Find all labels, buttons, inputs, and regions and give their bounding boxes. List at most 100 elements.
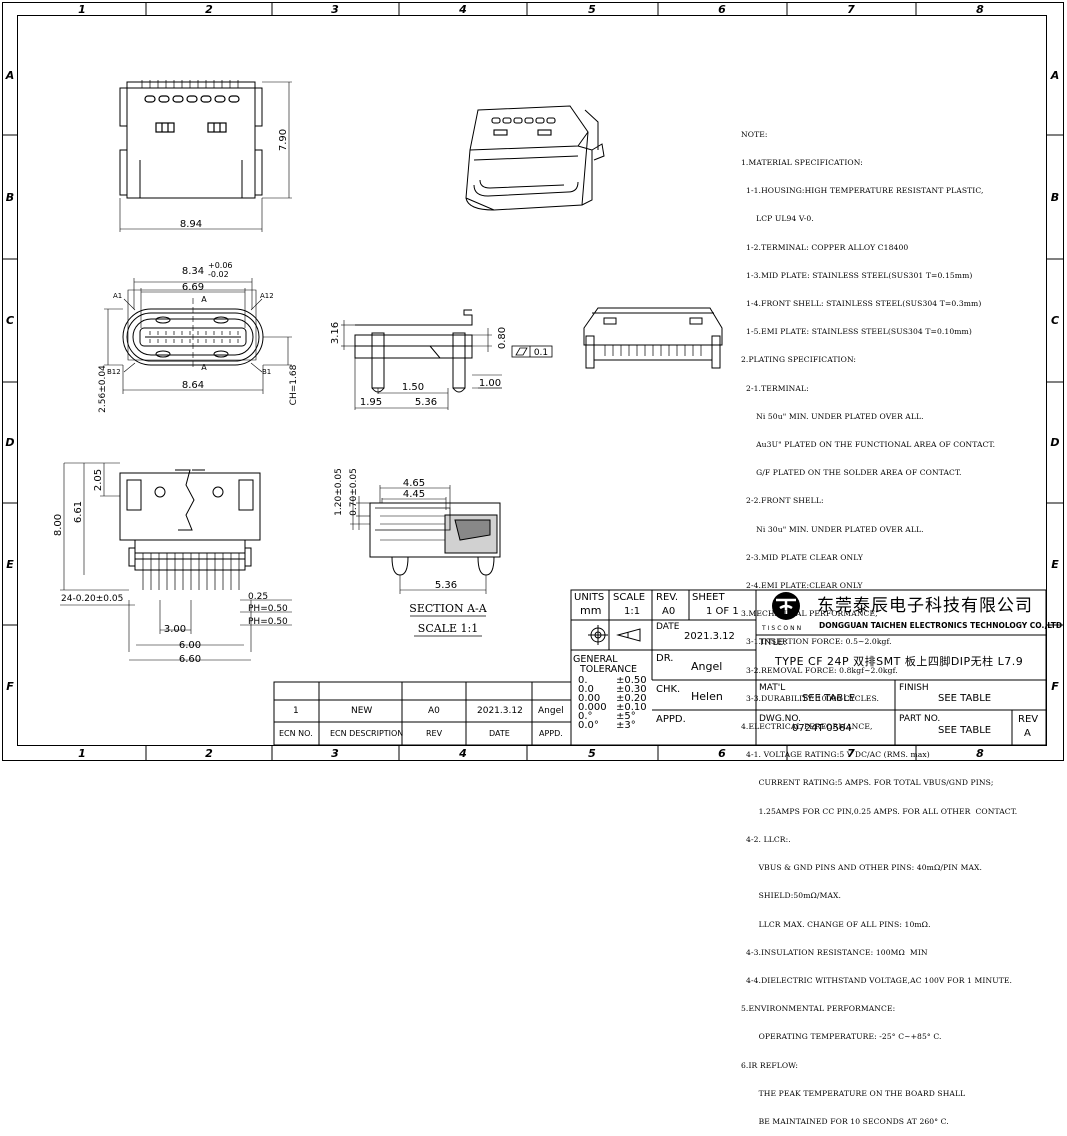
rev-label: REV. (656, 592, 678, 603)
note-line: Ni 50u" MIN. UNDER PLATED OVER ALL. (741, 411, 924, 421)
pin-a12-label: A12 (260, 292, 274, 300)
note-line: 2-1.TERMINAL: (741, 383, 809, 393)
zone-row-e: E (6, 558, 14, 571)
scale-value: 1:1 (624, 606, 641, 617)
note-line: VBUS & GND PINS AND OTHER PINS: 40mΩ/PIN… (741, 863, 983, 873)
zone-col-6-bottom: 6 (718, 747, 726, 760)
zone-row-f-right: F (1051, 680, 1059, 693)
tol-format: 0.000 (578, 702, 607, 713)
dim-pcb-6-61: 6.61 (73, 501, 84, 523)
note-line: 3-3.DURABILITY: 10000 CYCLES. (741, 693, 879, 703)
zone-col-8-bottom: 8 (976, 747, 984, 760)
dim-side-5-36: 5.36 (415, 397, 437, 408)
zone-ticks (2, 2, 1063, 761)
appd-label: APPD. (656, 714, 686, 725)
zone-row-c: C (6, 314, 14, 327)
tolerance-table: 0.±0.50 0.0±0.30 0.00±0.20 0.000±0.10 0.… (578, 675, 647, 731)
note-line: 1-4.FRONT SHELL: STAINLESS STEEL(SUS304 … (741, 299, 982, 309)
note-line: 1-2.TERMINAL: COPPER ALLOY C18400 (741, 242, 909, 252)
chk-value: Helen (691, 690, 723, 703)
pin-a1-label: A1 (113, 292, 122, 300)
dr-label: DR. (656, 653, 674, 664)
dim-sec-4-45: 4.45 (403, 489, 425, 500)
units-value: mm (580, 604, 602, 617)
tol-value: ±5° (616, 711, 636, 722)
part-label: PART NO. (899, 714, 941, 724)
note-line: 3-1.INSERTION FORCE: 0.5~2.0kgf. (741, 637, 892, 647)
section-mark-top: A (201, 295, 207, 304)
note-line: THE PEAK TEMPERATURE ON THE BOARD SHALL (741, 1088, 966, 1098)
dim-flatness: 0.1 (534, 348, 548, 358)
revision-rev: A0 (428, 706, 440, 716)
front-view (104, 278, 292, 394)
scale-label: SCALE (613, 592, 646, 603)
sheet-value: 1 OF 1 (706, 606, 739, 617)
dim-pcb-2-05: 2.05 (93, 469, 104, 491)
section-mark-bottom: A (201, 363, 207, 372)
units-label: UNITS (574, 592, 605, 603)
zone-col-7: 7 (847, 3, 855, 16)
matl-value: SEE TABLE (802, 693, 856, 704)
note-line: 4-4.DIELECTRIC WITHSTAND VOLTAGE,AC 100V… (741, 975, 1013, 985)
tol-value: ±0.20 (616, 693, 647, 704)
revision-header-rev: REV (426, 729, 443, 738)
rev2-label: REV (1018, 714, 1039, 725)
dim-front-inner: 6.69 (182, 282, 204, 293)
dim-top-width: 8.94 (180, 219, 202, 230)
section-title: SECTION A-A (409, 602, 487, 615)
revision-header-ecn: ECN NO. (279, 729, 313, 738)
zone-col-4-bottom: 4 (458, 747, 467, 760)
pin-b12-label: B12 (107, 368, 121, 376)
note-line: BE MAINTAINED FOR 10 SECONDS AT 260° C. (741, 1116, 949, 1126)
zone-col-8: 8 (976, 3, 984, 16)
dim-pcb-ph1: PH=0.50 (248, 604, 288, 614)
dim-pcb-8-00: 8.00 (53, 514, 64, 536)
section-scale: SCALE 1:1 (418, 622, 478, 635)
zone-row-e-right: E (1051, 558, 1059, 571)
note-line: G/F PLATED ON THE SOLDER AREA OF CONTACT… (741, 468, 962, 478)
note-line: 3.MECHANICAL PERFORMANCE, (741, 609, 878, 619)
note-line: 3-2.REMOVAL FORCE: 0.8kgf~2.0kgf. (741, 665, 898, 675)
dim-front-tol-minus: -0.02 (208, 270, 229, 279)
company-name-en: DONGGUAN TAICHEN ELECTRONICS TECHNOLOGY … (819, 621, 1063, 630)
dim-pcb-0-25: 0.25 (248, 592, 268, 602)
revision-header-desc: ECN DESCRIPTION (330, 729, 404, 738)
tol-format: 0. (578, 675, 588, 686)
dwg-value: 0724T-0564 (792, 723, 852, 734)
company-name-cn: 东莞泰辰电子科技有限公司 (817, 596, 1033, 616)
revision-header-date: DATE (489, 729, 510, 738)
note-line: 2-4.EMI PLATE:CLEAR ONLY (741, 581, 863, 591)
zone-row-b: B (6, 191, 14, 204)
date-label: DATE (656, 622, 680, 632)
tol-format: 0.0° (578, 720, 599, 731)
zone-col-2: 2 (205, 3, 213, 16)
title-value: TYPE CF 24P 双排SMT 板上四脚DIP无柱 L7.9 (775, 655, 1024, 668)
tol-value: ±0.10 (616, 702, 647, 713)
zone-row-a: A (5, 69, 15, 82)
note-line: LCP UL94 V-0. (741, 214, 814, 224)
zone-row-c-right: C (1051, 314, 1059, 327)
note-line: 6.IR REFLOW: (741, 1060, 799, 1070)
note-line: NOTE: (741, 129, 768, 139)
revision-date: 2021.3.12 (477, 706, 523, 716)
iso-view (465, 105, 605, 211)
note-line: 1-5.EMI PLATE: STAINLESS STEEL(SUS304 T=… (741, 327, 972, 337)
pcb-view (60, 462, 292, 661)
dim-sec-4-65: 4.65 (403, 478, 425, 489)
section-view (350, 485, 501, 594)
finish-value: SEE TABLE (938, 693, 992, 704)
zone-row-b-right: B (1051, 191, 1059, 204)
note-line: SHIELD:50mΩ/MAX. (741, 891, 842, 901)
sheet-label: SHEET (692, 592, 725, 603)
dim-front-tol-plus: +0.06 (208, 261, 233, 270)
dr-value: Angel (691, 660, 723, 673)
zone-col-5: 5 (588, 3, 596, 16)
top-view (119, 80, 292, 232)
note-line: 2-2.FRONT SHELL: (741, 496, 824, 506)
tol-value: ±0.50 (616, 675, 647, 686)
side-view (341, 309, 553, 410)
revision-header-appd: APPD. (539, 729, 563, 738)
tol-format: 0.° (578, 711, 593, 722)
dim-side-1-50: 1.50 (402, 382, 424, 393)
note-line: CURRENT RATING:5 AMPS. FOR TOTAL VBUS/GN… (741, 778, 994, 788)
